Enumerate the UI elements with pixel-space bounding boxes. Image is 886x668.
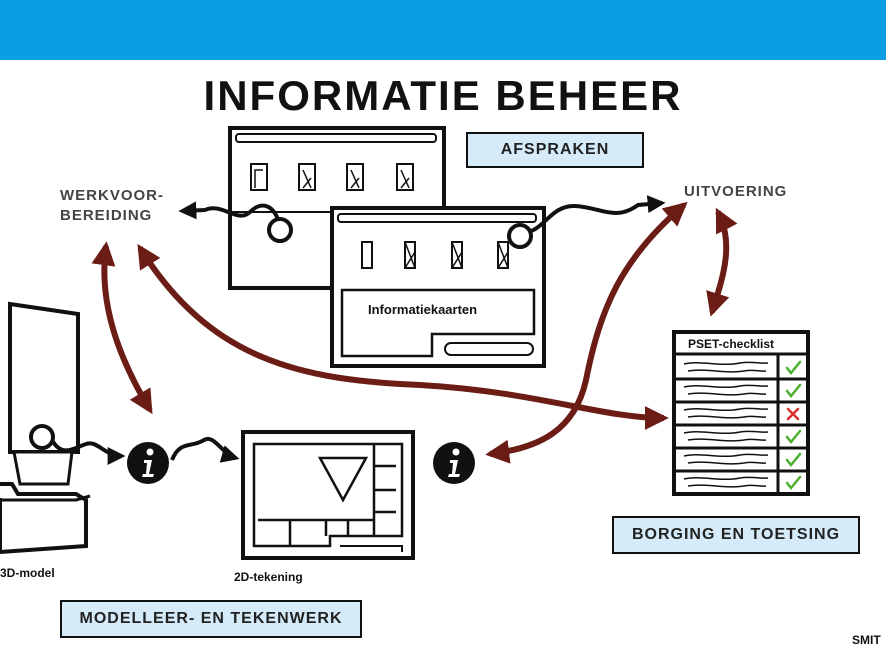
header-bar (0, 0, 886, 60)
informatiekaarten-label: Informatiekaarten (368, 302, 478, 317)
connector-info-to-drawing (170, 436, 240, 463)
connector-node (267, 217, 293, 243)
arrow-werkvoorbereiding-info (91, 241, 153, 415)
checklist-row-text (687, 461, 767, 465)
drawing-2d-illustration (241, 430, 415, 560)
model-3d-illustration (0, 301, 91, 555)
borging-tag: BORGING EN TOETSING (612, 516, 860, 554)
check-icon (785, 429, 802, 444)
checklist-row-text (683, 407, 769, 412)
pset-checklist-label: PSET-checklist (688, 337, 775, 351)
uitvoering-label: UITVOERING (684, 183, 788, 200)
checklist-row-text (687, 369, 767, 373)
check-icon (785, 475, 802, 490)
werkvoorbereiding-line2: BEREIDING (60, 207, 153, 224)
connector-card-to-werkvoorbereiding (178, 201, 282, 227)
werkvoorbereiding-label: WERKVOOR- BEREIDING (60, 186, 164, 226)
checklist-row-text (683, 384, 769, 389)
cross-icon (786, 407, 800, 421)
page-title: INFORMATIE BEHEER (203, 72, 683, 119)
footer-logo-text: SMIT (852, 633, 881, 647)
pset-checklist (672, 330, 810, 496)
checklist-row-text (683, 430, 769, 435)
check-icon (785, 452, 802, 467)
checklist-row-text (683, 453, 769, 458)
model-3d-label: 3D-model (0, 566, 55, 580)
connector-node (507, 223, 533, 249)
werkvoorbereiding-line1: WERKVOOR- (60, 187, 164, 204)
check-icon (785, 383, 802, 398)
check-icon (785, 360, 802, 375)
checklist-row-text (687, 392, 767, 396)
checklist-row-text (687, 438, 767, 442)
connector-card-to-uitvoering (527, 195, 666, 234)
checklist-row-text (683, 361, 769, 366)
modelleer-tag: MODELLEER- EN TEKENWERK (60, 600, 362, 638)
arrow-uitvoering-checklist (706, 207, 738, 317)
info-icon (433, 442, 475, 484)
drawing-2d-label: 2D-tekening (234, 570, 303, 584)
checklist-row-text (687, 415, 767, 419)
flow-arrows (91, 201, 738, 464)
arrow-uitvoering-info (485, 201, 688, 464)
checklist-row-text (683, 476, 769, 481)
info-icon (127, 442, 169, 484)
afspraken-tag: AFSPRAKEN (466, 132, 644, 168)
checklist-row-text (687, 484, 767, 488)
connector-model-to-info (50, 438, 126, 465)
